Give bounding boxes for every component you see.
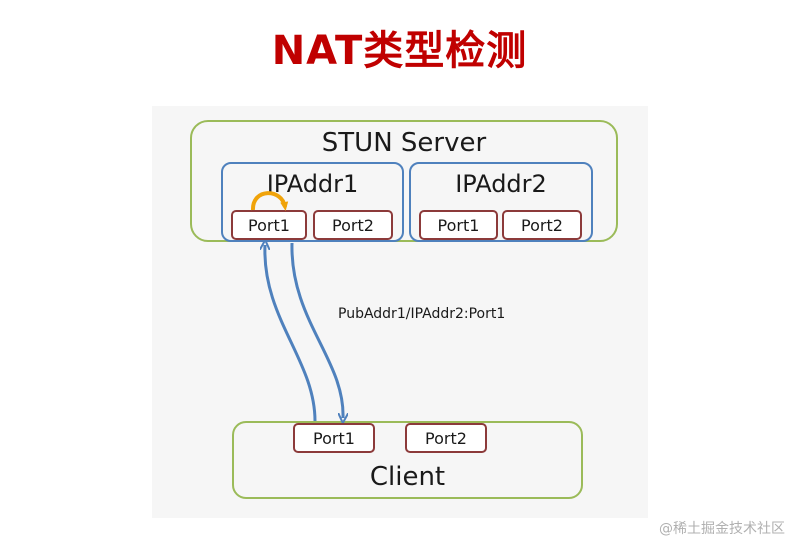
client-label: Client: [369, 462, 446, 492]
server-ip1-port2: Port2: [313, 210, 393, 240]
path-label: PubAddr1/IPAddr2:Port1: [338, 306, 506, 322]
ipaddr1-box: [221, 162, 404, 242]
client-port2: Port2: [405, 423, 487, 453]
diagram-canvas: [152, 106, 648, 518]
stun-server-box: [190, 120, 618, 242]
client-port1: Port1: [293, 423, 375, 453]
watermark: @稀土掘金技术社区: [659, 521, 785, 537]
stun-server-label: STUN Server: [321, 128, 487, 158]
ipaddr2-box: [409, 162, 593, 242]
request-arrow: [265, 245, 317, 422]
ipaddr1-label: IPAddr1: [266, 170, 359, 198]
loop-arrow: [250, 191, 289, 211]
page-title: NAT类型检测: [271, 28, 528, 74]
server-ip2-port2: Port2: [502, 210, 582, 240]
server-ip2-port1: Port1: [419, 210, 498, 240]
client-box: [232, 421, 583, 499]
response-arrow: [290, 242, 343, 418]
server-ip1-port1: Port1: [231, 210, 307, 240]
ipaddr2-label: IPAddr2: [455, 170, 547, 198]
